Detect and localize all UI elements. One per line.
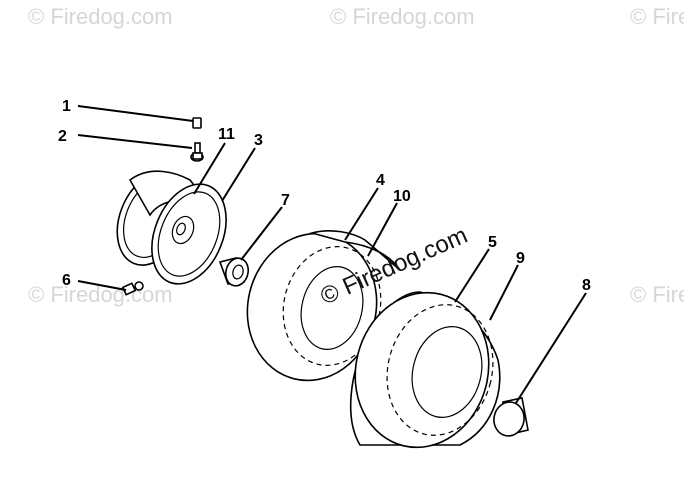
rear-tire-part: [349, 291, 501, 449]
wheel-rim-part: [116, 170, 227, 285]
grease-fitting-part: [121, 281, 144, 296]
callout-2: 2: [58, 128, 67, 145]
callout-6: 6: [62, 272, 71, 289]
bushing-part: [218, 257, 250, 287]
callout-9: 9: [516, 250, 525, 267]
callout-5: 5: [488, 234, 497, 251]
watermark-top-right: © Firedog.com: [630, 4, 684, 29]
front-tire-part: [246, 230, 401, 382]
watermark-mid-right: © Firedog.com: [630, 282, 684, 307]
watermark-top-left: © Firedog.com: [28, 4, 173, 29]
callout-3: 3: [254, 132, 263, 149]
hub-cap-part: [493, 397, 529, 437]
callout-10: 10: [393, 188, 411, 205]
valve-stem-part: [190, 142, 204, 162]
leader-lines: [77, 105, 587, 404]
callout-11: 11: [218, 126, 235, 143]
callout-7: 7: [281, 192, 290, 209]
valve-cap-part: [192, 117, 202, 129]
callout-8: 8: [582, 277, 591, 294]
callout-labels: 1 2 11 3 7 4 10 5 9 8 6: [58, 98, 591, 294]
callout-4: 4: [376, 172, 385, 189]
watermark-top-center: © Firedog.com: [330, 4, 475, 29]
callout-1: 1: [62, 98, 71, 115]
